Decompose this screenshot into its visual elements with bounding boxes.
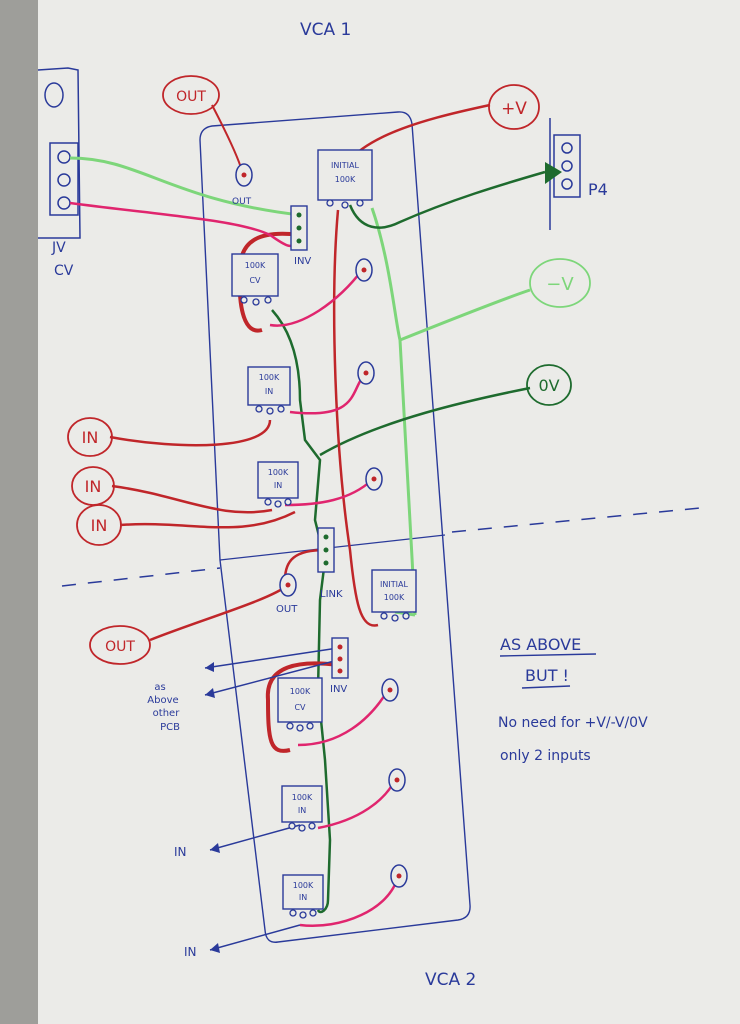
bubble-neg-v xyxy=(529,258,591,308)
other-pcb-note: as Above other PCB xyxy=(147,682,180,733)
wire-negv-bus xyxy=(370,207,417,616)
pot-in1-vca2-label-2: IN xyxy=(298,806,306,815)
bubble-in-3-text: IN xyxy=(91,516,108,535)
bubble-out-vca2-text: OUT xyxy=(105,639,135,655)
paper-sheet xyxy=(38,0,740,1024)
wire-jack-in2 xyxy=(284,479,373,507)
in-arrow-label-1: IN xyxy=(174,845,187,859)
bubble-out-vca1 xyxy=(162,75,220,115)
title-vca2: VCA 2 xyxy=(425,970,476,990)
bubble-in-1-text: IN xyxy=(82,428,99,447)
inv-label-vca2: INV xyxy=(330,684,347,695)
wire-jack-cv-2 xyxy=(297,689,390,747)
pot-cv-vca2 xyxy=(277,677,323,723)
out-jack-label-vca2: OUT xyxy=(276,604,298,615)
p4-label: P4 xyxy=(588,180,608,199)
wire-to-0v xyxy=(319,386,531,457)
bubble-zero-v xyxy=(526,364,572,406)
pcb-outline xyxy=(199,111,471,943)
pot-initial-vca1 xyxy=(317,149,373,201)
svg-text:PCB: PCB xyxy=(160,722,180,733)
svg-text:other: other xyxy=(153,708,181,719)
wire-in3 xyxy=(119,510,296,529)
pot-in2-vca1 xyxy=(257,461,299,499)
pot-cv-vca2-label-1: 100K xyxy=(290,687,311,696)
wire-in1 xyxy=(109,419,272,447)
arrow-head-p4 xyxy=(545,162,562,184)
pot-cv-vca2-label-2: CV xyxy=(294,703,306,712)
pot-cv-vca1-label-2: CV xyxy=(249,276,261,285)
inv-label-vca1: INV xyxy=(294,256,311,267)
pot-in1-vca1 xyxy=(247,366,291,406)
link-label: LINK xyxy=(320,589,343,600)
wire-jv-to-inv xyxy=(69,156,301,217)
bubble-out-vca1-text: OUT xyxy=(176,89,206,105)
bubble-in-2-text: IN xyxy=(85,477,102,496)
mounting-hole xyxy=(44,82,64,108)
pot-in2-vca2-label-2: IN xyxy=(299,893,307,902)
bubble-in-1 xyxy=(67,417,113,457)
arrow-in-1 xyxy=(209,824,301,851)
pot-initial-vca1-label-2: 100K xyxy=(335,175,356,184)
bubble-pos-v xyxy=(488,84,540,130)
pot-in1-vca1-label-1: 100K xyxy=(259,373,280,382)
wire-jack-cv xyxy=(269,269,364,327)
title-vca1: VCA 1 xyxy=(300,20,351,40)
wire-inv-to-cv-2 xyxy=(265,661,339,753)
header-pin xyxy=(57,173,71,187)
jv-cv-header: JV CV xyxy=(37,67,81,279)
wire-out-vca2 xyxy=(149,584,289,642)
arrow-other-pcb-1 xyxy=(204,647,339,669)
out-jack-label-vca1: OUT xyxy=(232,197,252,207)
pot-in2-vca2 xyxy=(282,874,324,910)
pot-cv-vca1-label-1: 100K xyxy=(245,261,266,270)
notes-line-1: No need for +V/-V/0V xyxy=(498,715,648,731)
pot-in1-vca2-label-1: 100K xyxy=(292,793,313,802)
arrow-other-pcb-2 xyxy=(204,659,339,696)
bubble-neg-v-text: −V xyxy=(546,274,574,295)
background-edge xyxy=(0,0,38,1024)
svg-text:as: as xyxy=(154,682,165,693)
wire-jack-in2-2 xyxy=(299,875,400,927)
wire-to-p4 xyxy=(348,170,546,229)
split-line-left xyxy=(61,567,221,587)
wire-to-negv xyxy=(399,288,531,342)
in-arrow-label-2: IN xyxy=(184,945,197,959)
pot-in1-vca2 xyxy=(281,785,323,823)
jv-label: JV xyxy=(51,240,66,256)
wire-cv-to-inv xyxy=(69,201,301,248)
pot-in2-vca2-label-1: 100K xyxy=(293,881,314,890)
p4-header: P4 xyxy=(549,118,608,230)
pot-initial-vca2-label-1: INITIAL xyxy=(380,580,408,589)
wire-in2 xyxy=(111,484,273,514)
pot-in2-vca1-label-2: IN xyxy=(274,481,282,490)
pot-initial-vca1-label-1: INITIAL xyxy=(331,161,359,170)
bubble-zero-v-text: 0V xyxy=(538,376,559,395)
svg-text:Above: Above xyxy=(147,695,178,706)
pot-initial-vca2-label-2: 100K xyxy=(384,593,405,602)
pot-cv-vca1 xyxy=(231,253,279,297)
pot-in1-vca1-label-2: IN xyxy=(265,387,273,396)
notes-subheading: BUT ! xyxy=(525,666,569,685)
notes-heading: AS ABOVE xyxy=(500,635,581,654)
wire-posv-down xyxy=(332,209,379,627)
cv-label: CV xyxy=(54,263,74,279)
notes-block: AS ABOVE BUT ! No need for +V/-V/0V only… xyxy=(498,635,648,764)
arrow-in-2 xyxy=(209,924,301,951)
pot-initial-vca2 xyxy=(371,569,417,613)
pot-in2-vca1-label-1: 100K xyxy=(268,468,289,477)
bubble-in-3 xyxy=(76,504,122,546)
notes-line-2: only 2 inputs xyxy=(500,748,591,764)
bubble-out-vca2 xyxy=(89,625,151,665)
bubble-pos-v-text: +V xyxy=(501,99,527,119)
